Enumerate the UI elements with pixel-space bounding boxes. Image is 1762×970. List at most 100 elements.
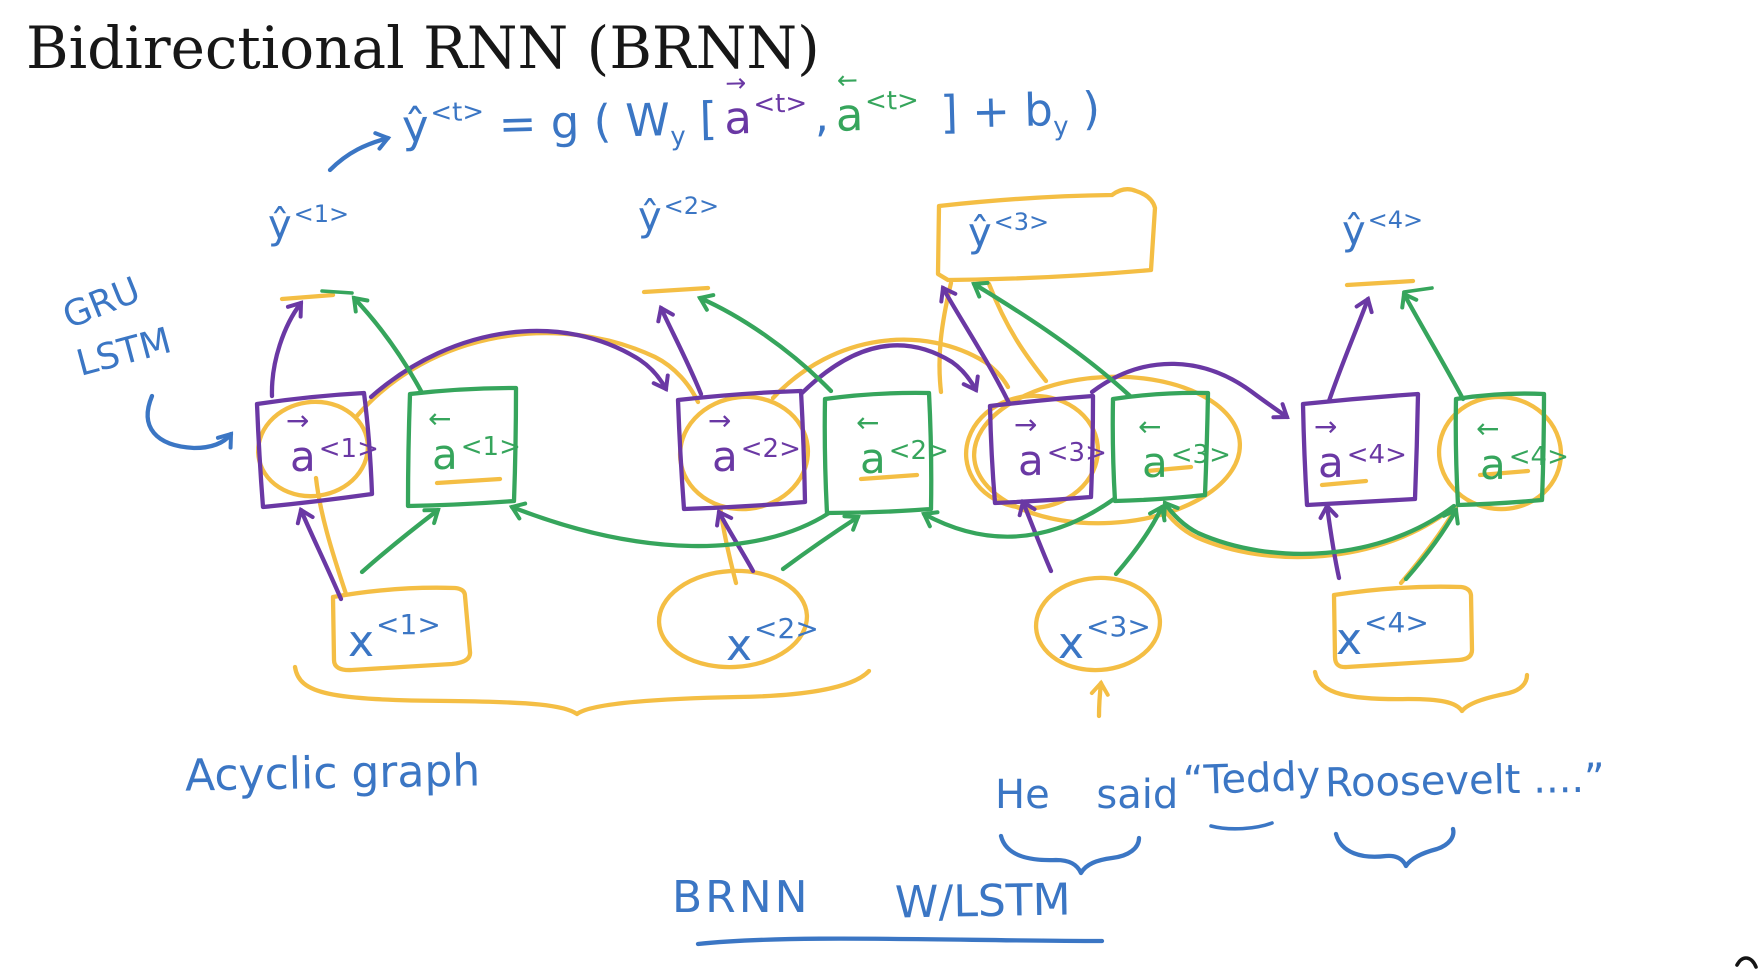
formula-comma: , [813,88,830,143]
backward-a4-box [1453,391,1547,508]
yhat4-underline [1344,278,1416,288]
blue-caption-decorations [695,821,1456,947]
x4-to-backward-a4-arrow [1403,507,1460,582]
formula-yhat: ŷ [401,99,430,154]
forward-a3-sup: <3> [1046,438,1107,468]
x1-x2-brace [292,664,872,717]
forward-a4-to-yhat4-arrow [1326,295,1374,404]
caption-teddy: “Teddy [1182,753,1322,805]
backward-a1-arrow-icon: ← [428,402,452,435]
teddy-underline [1209,821,1274,831]
backward-a1-letter: a [432,430,458,479]
formula-a-backward-sup: <t> [864,85,920,118]
backward-a3-arrow-icon: ← [1138,410,1162,443]
backward-a1-arrow-bar [320,289,354,295]
backward-a2-label: ←a<2> [856,406,949,483]
x4-sup: <4> [1364,606,1429,639]
yhat3-base: ŷ [968,210,992,256]
x3-input-oval [1033,575,1163,673]
backward-a1-sup: <1> [460,432,521,462]
backward-a3-to-yhat3-arrow [971,280,1133,399]
yhat2-underline [641,285,711,295]
forward-a3-arrow-icon: → [1014,408,1038,441]
output-label-2: ŷ<2> [638,192,719,240]
forward-a1-sup: <1> [318,434,379,464]
yhat4-sup: <4> [1367,206,1424,234]
x4-highlight-stroke [1398,505,1459,586]
backward-a3-sup: <3> [1170,440,1231,470]
forward-a4-label: →a<4> [1314,410,1407,487]
caption-brnn: BRNN [672,872,811,923]
input-label-4: x<4> [1336,606,1429,665]
left-arrow-icon: ← [836,65,859,95]
x3-sup: <3> [1086,610,1151,643]
caption-acyclic-graph: Acyclic graph [184,745,481,802]
output-label-3: ŷ<3> [968,208,1049,256]
backward-a4-letter: a [1480,440,1506,489]
pair3-highlight-oval [971,374,1243,526]
yhat3-sup: <3> [993,208,1050,236]
backward-a4-to-yhat4-arrow [1400,291,1466,402]
yhat1-sup: <1> [293,200,350,228]
backward-a3-letter: a [1142,438,1168,487]
caption-roosevelt: Roosevelt ....” [1324,755,1606,807]
x2-to-backward-a2-arrow [780,514,861,572]
forward-a1-letter: a [290,432,316,481]
x3-base: x [1058,618,1085,669]
backward-a1-underline [434,476,503,486]
backward-a4-arrow-bar [1402,286,1434,294]
x1-base: x [348,616,375,667]
backward-a4-arrow-icon: ← [1476,412,1500,445]
corner-mark [1735,956,1758,969]
backward-a2-underline [858,472,920,482]
backward-a2-sup: <2> [888,436,949,466]
highlight-arc-a2-a3 [770,337,1011,401]
forward-a4-underline [1319,478,1369,488]
forward-arc-a1-a2 [368,328,670,400]
page-title: Bidirectional RNN (BRNN) [26,14,820,82]
x4-input-box [1331,584,1475,670]
backward-a2-to-yhat2-arrow [696,293,834,394]
x2-input-oval [656,568,810,670]
backward-a3-underline [1144,464,1194,474]
formula-a-backward: ←a<t> [835,65,920,142]
x1-input-box [330,585,473,673]
forward-a4-box [1300,391,1421,508]
output-label-1: ŷ<1> [268,200,349,248]
caption-he-said: He said [995,772,1179,818]
formula-a-forward-letter: a [723,90,753,145]
forward-a1-arrow-icon: → [286,404,310,437]
x1-sup: <1> [376,608,441,641]
forward-a4-arrow-icon: → [1314,410,1338,443]
backward-arc-a2-a1 [508,501,832,549]
backward-a4-underline [1477,468,1531,478]
x2-sup: <2> [754,612,819,645]
yhat2-base: ŷ [638,194,662,240]
x4-to-forward-a4-arrow [1318,502,1342,581]
blue-annotation-arrows [145,131,392,451]
forward-a3-box [987,393,1096,506]
formula-equals-g: = g ( W [483,93,671,151]
formula-a-backward-letter: a [835,88,865,142]
x1-highlight-stroke [313,475,349,597]
x1-to-backward-a1-arrow [359,507,441,575]
backward-a4-label: ←a<4> [1476,412,1569,489]
gru-lstm-pointer-arrow [145,393,234,451]
forward-a2-box [675,388,808,512]
forward-arc-a3-a4 [1089,361,1290,420]
output-label-4: ŷ<4> [1342,206,1423,254]
backward-a2-letter: a [860,434,886,483]
backward-a1-to-yhat1-arrow [351,295,424,394]
forward-a2-sup: <2> [740,434,801,464]
backward-a3-label: ←a<3> [1138,410,1231,487]
forward-a3-letter: a [1018,436,1044,485]
backward-a4-sup: <4> [1508,442,1569,472]
brnn-underline [695,936,1105,947]
formula-close-bracket: ] + b [925,83,1054,140]
formula-pointer-arrow [327,131,392,173]
formula-w-subscript: y [669,121,687,153]
forward-a1-to-yhat1-arrow [269,300,304,399]
forward-a4-sup: <4> [1346,440,1407,470]
x4-brace [1312,669,1530,714]
right-arrow-icon: → [724,68,747,98]
